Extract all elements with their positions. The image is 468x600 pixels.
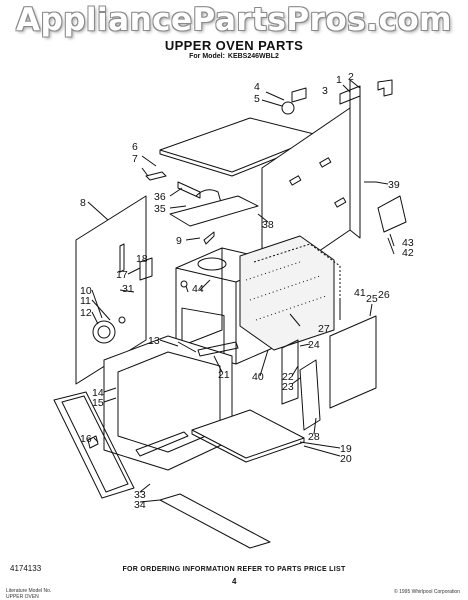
callout-28: 28 xyxy=(308,431,320,443)
callout-24: 24 xyxy=(308,339,320,351)
screw xyxy=(180,280,188,288)
callout-7: 7 xyxy=(132,153,138,165)
callout-20: 20 xyxy=(340,453,352,465)
callout-31: 31 xyxy=(122,283,134,295)
callout-23: 23 xyxy=(282,381,294,393)
right-side-panel xyxy=(349,79,361,239)
callout-17: 17 xyxy=(116,269,128,281)
page-number: 4 xyxy=(232,577,237,586)
clip xyxy=(203,231,215,245)
callout-41: 41 xyxy=(354,287,366,299)
wire-clip xyxy=(139,257,153,281)
knob xyxy=(281,101,295,115)
gasket-ring xyxy=(92,320,116,344)
smallprint-left-line-2: UPPER OVEN xyxy=(6,594,39,600)
callout-12: 12 xyxy=(80,307,92,319)
callout-38: 38 xyxy=(262,219,274,231)
vent-duct xyxy=(195,189,223,207)
part-number: 4174133 xyxy=(10,564,42,573)
bottom-trim xyxy=(135,431,189,457)
vent-opening xyxy=(197,257,227,271)
hinge-bracket xyxy=(377,195,407,233)
callout-11: 11 xyxy=(80,295,91,307)
callout-27: 27 xyxy=(318,323,330,335)
callout-6: 6 xyxy=(132,141,138,153)
callout-40: 40 xyxy=(252,371,264,383)
side-trim-panel xyxy=(329,315,377,409)
callout-5: 5 xyxy=(254,93,260,105)
callout-35: 35 xyxy=(154,203,166,215)
callout-10: 10 xyxy=(80,285,92,297)
callout-14: 14 xyxy=(92,387,104,399)
callout-8: 8 xyxy=(80,197,86,209)
callout-3: 3 xyxy=(322,85,328,97)
callout-19: 19 xyxy=(340,443,352,455)
left-side-panel xyxy=(75,195,147,385)
insulation-blanket xyxy=(239,235,335,351)
smallprint-right: © 1995 Whirlpool Corporation xyxy=(394,589,460,595)
callout-15: 15 xyxy=(92,397,104,409)
page-title: UPPER OVEN PARTS xyxy=(164,38,304,53)
callout-2: 2 xyxy=(348,71,354,83)
smallprint-left-line-1: Literature Model No. xyxy=(6,588,52,594)
callout-44: 44 xyxy=(192,283,204,295)
door-frame xyxy=(103,335,233,471)
callout-13: 13 xyxy=(148,335,160,347)
latch-bracket xyxy=(299,359,321,431)
callout-9: 9 xyxy=(176,235,182,247)
callout-34: 34 xyxy=(134,499,146,511)
door-gasket xyxy=(53,391,135,499)
watermark: AppliancePartsPros.com xyxy=(16,2,452,38)
model-value: KEBS246WBL2 xyxy=(227,53,279,60)
callout-43: 43 xyxy=(402,237,414,249)
callout-42: 42 xyxy=(402,247,414,259)
callout-25: 25 xyxy=(366,293,378,305)
bracket xyxy=(377,79,393,97)
callout-39: 39 xyxy=(388,179,400,191)
hinge-part xyxy=(87,435,99,449)
model-label: For Model: xyxy=(189,53,225,60)
callout-18: 18 xyxy=(136,253,148,265)
ordering-note: FOR ORDERING INFORMATION REFER TO PARTS … xyxy=(122,566,346,573)
callout-22: 22 xyxy=(282,371,294,383)
callout-4: 4 xyxy=(254,81,260,93)
callout-16: 16 xyxy=(80,433,92,445)
model-line: For Model:KEBS246WBL2 xyxy=(0,53,468,60)
callout-33: 33 xyxy=(134,489,146,501)
callout-1: 1 xyxy=(336,74,342,86)
pin xyxy=(177,341,197,353)
smallprint-left: Literature Model No. UPPER OVEN xyxy=(6,588,51,600)
callout-36: 36 xyxy=(154,191,166,203)
callout-26: 26 xyxy=(378,289,390,301)
callout-21: 21 xyxy=(218,369,230,381)
